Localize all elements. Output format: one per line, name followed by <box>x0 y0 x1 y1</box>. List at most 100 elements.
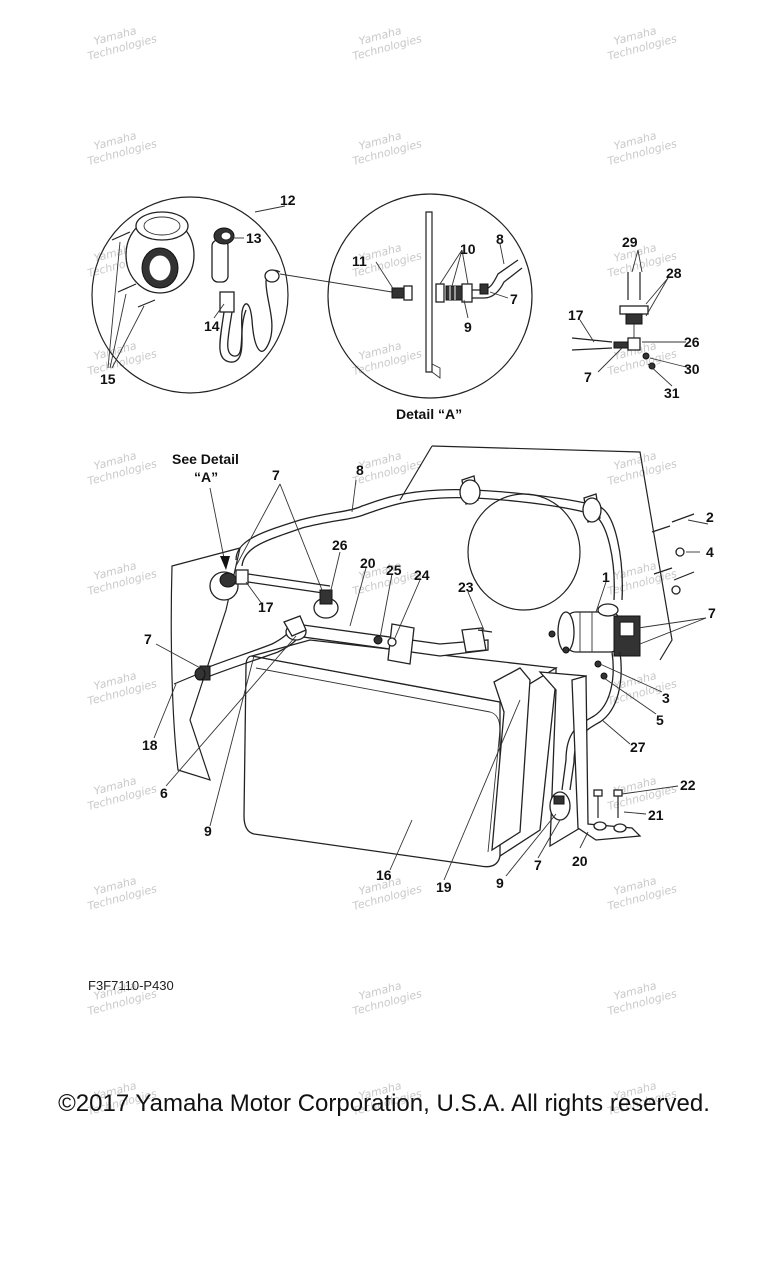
callout-25: 25 <box>386 562 402 578</box>
washer <box>671 585 681 595</box>
callout-7: 7 <box>534 857 542 873</box>
mount-bracket <box>571 675 642 841</box>
screw <box>137 299 156 308</box>
see-detail-label: See Detail <box>172 451 239 467</box>
fuel-tank <box>243 639 587 868</box>
callout-20: 20 <box>360 555 376 571</box>
washer <box>675 547 685 557</box>
strap-bracket <box>461 627 487 653</box>
callout-31: 31 <box>664 385 680 401</box>
hose-clamp <box>219 291 235 313</box>
right-panel <box>431 445 673 661</box>
callout-17: 17 <box>258 599 274 615</box>
callout-22: 22 <box>680 777 696 793</box>
callout-17: 17 <box>568 307 584 323</box>
callout-8: 8 <box>356 462 364 478</box>
copyright-notice: ©2017 Yamaha Motor Corporation, U.S.A. A… <box>58 1090 710 1117</box>
callout-19: 19 <box>436 879 452 895</box>
screw <box>111 231 131 241</box>
callout-8: 8 <box>496 231 504 247</box>
valve-cluster <box>571 249 691 387</box>
washer <box>373 635 383 645</box>
callout-27: 27 <box>630 739 646 755</box>
figure-code: F3F7110-P430 <box>88 978 174 993</box>
fuel-pump <box>557 603 641 657</box>
callout-12: 12 <box>280 192 296 208</box>
callout-13: 13 <box>246 230 262 246</box>
callout-16: 16 <box>376 867 392 883</box>
callout-15: 15 <box>100 371 116 387</box>
callout-20: 20 <box>572 853 588 869</box>
screw <box>117 283 137 293</box>
callout-21: 21 <box>648 807 664 823</box>
hose-elbow <box>211 239 229 283</box>
callout-14: 14 <box>204 318 220 334</box>
see-detail-label: “A” <box>194 469 218 485</box>
detail-a <box>327 193 533 399</box>
callout-30: 30 <box>684 361 700 377</box>
tank-strap <box>491 667 531 852</box>
left-panel <box>170 547 241 781</box>
valve-body <box>627 337 641 351</box>
bolt <box>477 629 493 633</box>
bolt <box>673 571 695 581</box>
detail-circle-a <box>327 193 533 399</box>
callout-7: 7 <box>144 631 152 647</box>
detail-circle-filler <box>91 196 289 394</box>
bolt <box>671 513 695 523</box>
callout-7: 7 <box>708 605 716 621</box>
callout-7: 7 <box>272 467 280 483</box>
callout-7: 7 <box>510 291 518 307</box>
nut <box>445 285 463 301</box>
callout-9: 9 <box>496 875 504 891</box>
grommet <box>435 283 445 303</box>
hose-clamp <box>479 283 489 295</box>
callout-11: 11 <box>352 253 367 269</box>
callout-24: 24 <box>414 567 430 583</box>
main-assembly <box>153 445 709 881</box>
callout-9: 9 <box>464 319 472 335</box>
callout-9: 9 <box>204 823 212 839</box>
callout-3: 3 <box>662 690 670 706</box>
callout-2: 2 <box>706 509 714 525</box>
detail-a-caption: Detail “A” <box>396 406 462 422</box>
panel-wall <box>425 211 433 373</box>
bolt <box>653 567 673 575</box>
callout-26: 26 <box>332 537 348 553</box>
filler-cap-detail <box>91 196 393 394</box>
callout-23: 23 <box>458 579 474 595</box>
filler-cap-lid <box>135 211 189 241</box>
callout-6: 6 <box>160 785 168 801</box>
callout-18: 18 <box>142 737 158 753</box>
callout-1: 1 <box>602 569 610 585</box>
callout-labels: 12 13 14 15 11 10 8 7 9 29 28 17 26 7 30… <box>100 192 716 895</box>
panel-opening <box>467 493 581 611</box>
callout-29: 29 <box>622 234 638 250</box>
callout-10: 10 <box>460 241 476 257</box>
callout-7: 7 <box>584 369 592 385</box>
bolt <box>173 673 199 685</box>
bracket <box>619 305 649 315</box>
bolt <box>651 525 671 533</box>
callout-4: 4 <box>706 544 714 560</box>
callout-26: 26 <box>684 334 700 350</box>
strap-bracket <box>387 623 415 665</box>
callout-28: 28 <box>666 265 682 281</box>
